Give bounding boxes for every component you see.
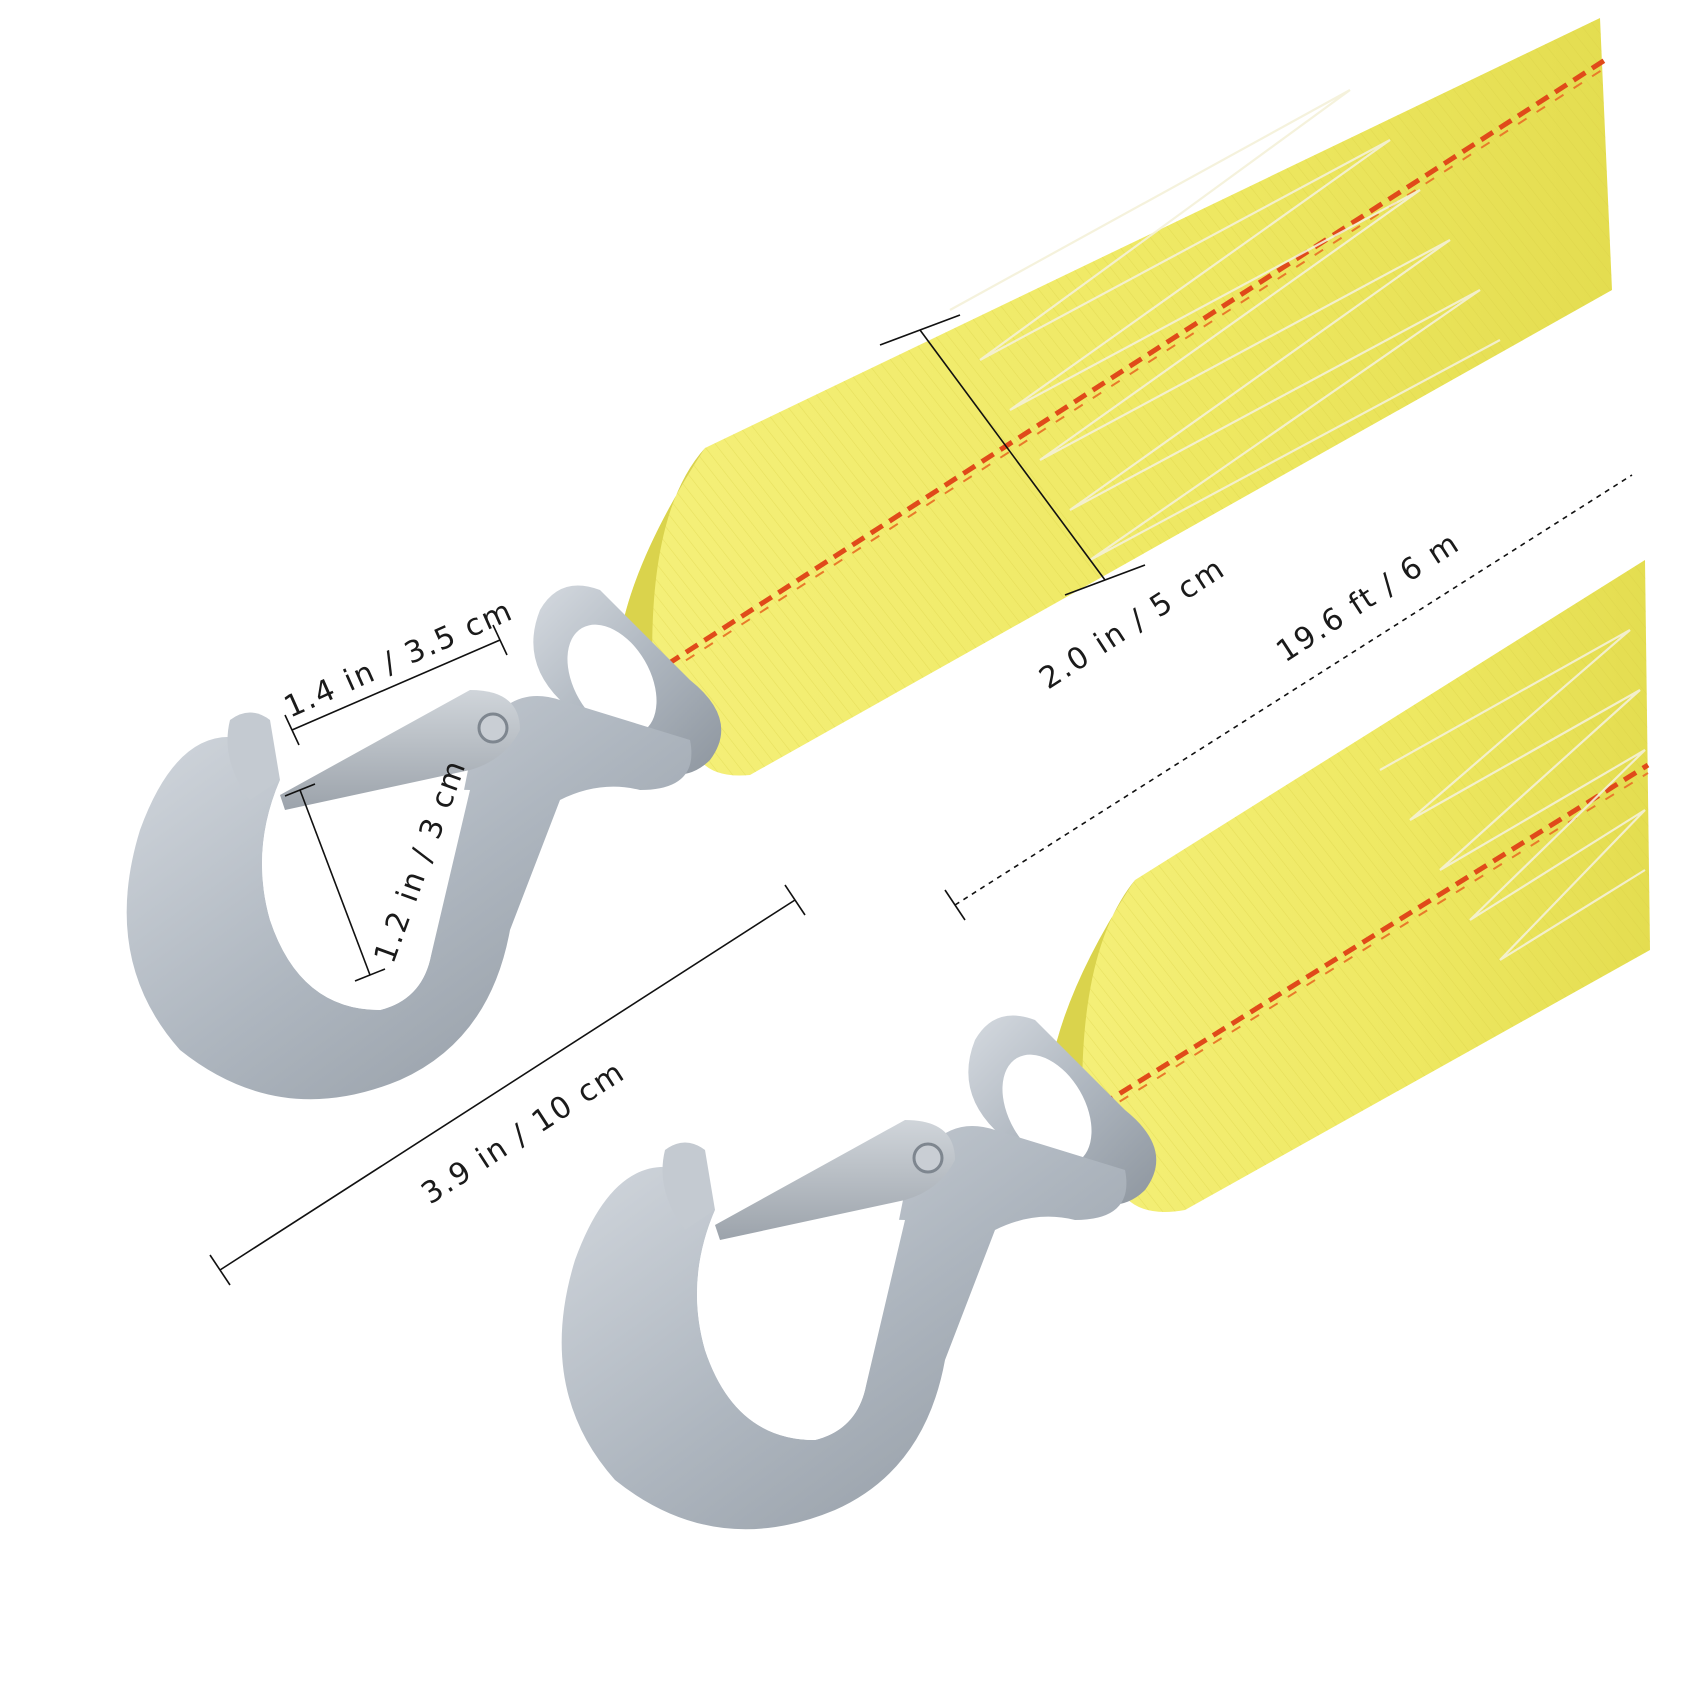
- upper-hook: [126, 585, 722, 1100]
- latch-rivet: [477, 712, 509, 744]
- hook-length-label: 3.9 in / 10 cm: [415, 1054, 631, 1211]
- upper-strap-assembly: [126, 18, 1612, 1100]
- upper-strap: [610, 18, 1612, 776]
- lower-hook: [561, 1015, 1157, 1530]
- lower-strap: [1043, 560, 1650, 1212]
- strap-length-label: 19.6 ft / 6 m: [1270, 525, 1466, 669]
- lower-strap-assembly: [561, 560, 1650, 1530]
- latch-rivet: [912, 1142, 944, 1174]
- dimension-lines: [209, 314, 1633, 1286]
